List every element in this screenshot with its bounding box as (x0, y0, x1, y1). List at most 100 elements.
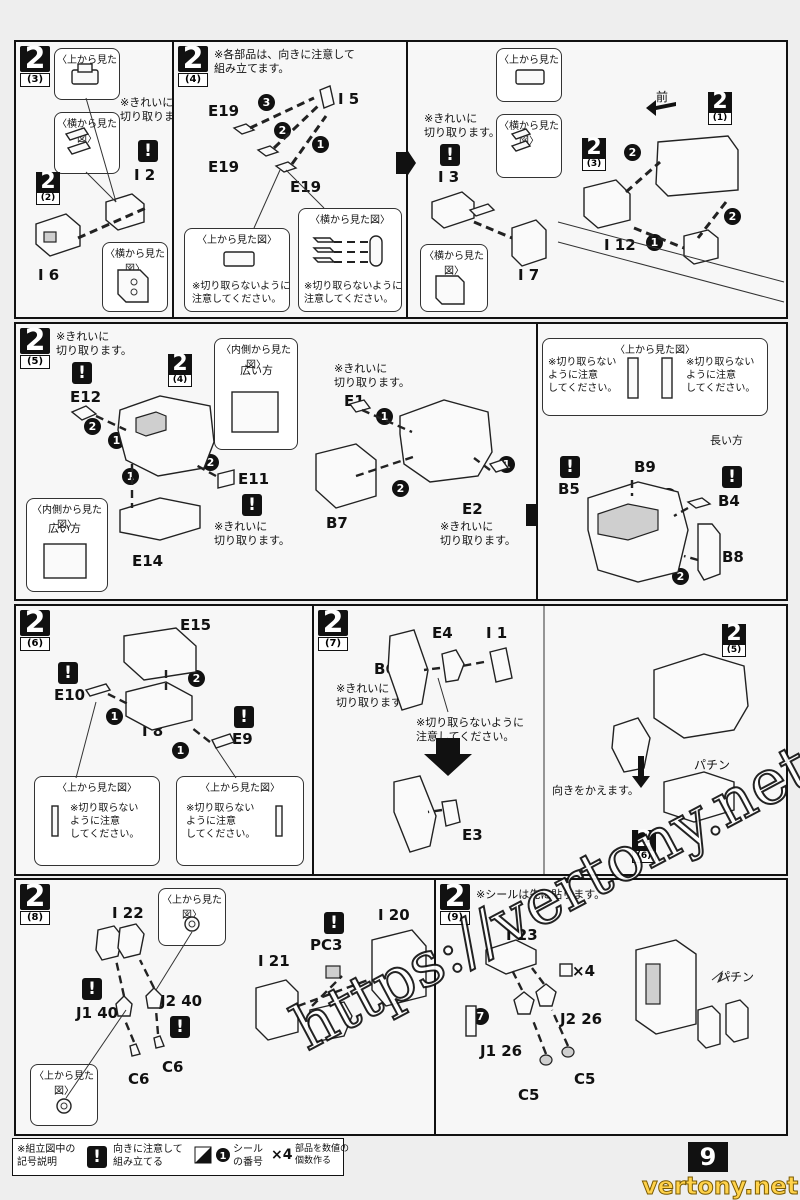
step-2-8-panel: 2(8) I 22 〈上から見た図〉 ! J1 40 J2 40 ! C6 C6… (14, 878, 436, 1136)
step-number: 2(3) (20, 44, 50, 87)
ref-step: 2(6) (632, 829, 656, 863)
clean-cut-note: ※きれいに 切り取ります。 (334, 362, 410, 389)
caution-icon: ! (560, 456, 580, 478)
wide-side-label: 広い方 (240, 364, 273, 377)
no-cut-note: ※切り取らない ように注意 してください。 (70, 803, 140, 840)
caution-icon: ! (87, 1146, 107, 1168)
sticker-count: ×4 (572, 962, 596, 980)
order-2-icon: 2 (724, 208, 741, 225)
part-label: I 23 (506, 926, 538, 944)
step-2-4-right-illustration (431, 69, 785, 305)
no-cut-note: ※切り取らないように 注意してください。 (304, 281, 403, 305)
step-2-5-right-illustration (587, 357, 721, 583)
order-2-icon: 2 (188, 670, 205, 687)
part-label: I 22 (112, 904, 144, 922)
no-cut-note: ※切り取らないように 注意してください。 (192, 281, 291, 305)
clean-cut-note: ※きれいに 切り取ります。 (424, 112, 500, 139)
caution-icon: ! (440, 144, 460, 166)
turn-around-note: 向きをかえます。 (552, 784, 639, 797)
part-label: I 5 (338, 90, 360, 108)
sticker-icon: 1 (194, 1146, 230, 1164)
part-label: B9 (634, 458, 656, 476)
long-side-label: 長い方 (710, 434, 743, 447)
part-label: C5 (574, 1070, 596, 1088)
no-cut-note: ※切り取らない ように注意 してください。 (186, 803, 256, 840)
order-2-icon: 2 (624, 144, 641, 161)
step-number: 2(6) (20, 608, 50, 651)
step-number: 2(8) (20, 882, 50, 925)
symbol-legend: ※組立図中の 記号説明 ! 向きに注意して 組み立てる 1 シール の番号 ×4… (12, 1138, 350, 1176)
part-label: E11 (238, 470, 270, 488)
no-cut-note: ※切り取らない ように注意 してください。 (686, 357, 756, 394)
step-2-4-panel: 2(4) ※各部品は、向きに注意して 組み立てます。 E19 E19 E19 I… (172, 40, 408, 319)
part-label: J2 40 (160, 992, 203, 1010)
step-2-9-illustration (465, 939, 749, 1066)
step-2-3-panel: 2(3) 〈上から見た図〉 〈横から見た図〉 ※きれいに 切り取ります。 ! I… (14, 40, 174, 319)
ref-step: 2(1) (708, 91, 732, 125)
legend-title: ※組立図中の 記号説明 (17, 1144, 76, 1168)
part-label: B5 (558, 480, 580, 498)
part-label: E10 (54, 686, 86, 704)
caution-icon: ! (72, 362, 92, 384)
caution-icon: ! (58, 662, 78, 684)
step-2-5-panel: 2(5) ※きれいに 切り取ります。 ! E12 2(4) 〈内側から見た図〉 … (14, 322, 538, 601)
part-label: PC3 (310, 936, 343, 954)
brand-watermark: vertony.net (641, 1172, 799, 1200)
step-number: 2(7) (318, 608, 348, 651)
part-label: C6 (162, 1058, 184, 1076)
step-2-7-illustration (387, 606, 749, 874)
snap-label: パチン (694, 758, 731, 772)
caution-icon: ! (242, 494, 262, 516)
sticker-first-note: ※シールは先に貼ります。 (476, 888, 606, 901)
caution-icon: ! (138, 140, 158, 162)
count-mark: ×4 (271, 1147, 293, 1163)
step-2-5-illustration (43, 391, 510, 579)
caution-icon: ! (170, 1016, 190, 1038)
clean-cut-note: ※きれいに 切り取ります。 (440, 520, 516, 547)
step-2-7-panel: 2(7) E4 I 1 B6 ※きれいに 切り取ります。 ※切り取らないように … (312, 604, 788, 876)
order-2-icon: 2 (392, 480, 409, 497)
part-label: C6 (128, 1070, 150, 1088)
part-label: E14 (132, 552, 164, 570)
part-label: C5 (518, 1086, 540, 1104)
part-label: J1 40 (76, 1004, 119, 1022)
order-1-icon: 1 (106, 708, 123, 725)
side-view-inset: 〈横から見た図〉 (496, 114, 562, 178)
clean-cut-note: ※きれいに 切り取ります。 (214, 520, 290, 547)
part-label: I 6 (38, 266, 60, 284)
part-label: I 20 (378, 906, 410, 924)
legend-caution-text: 向きに注意して 組み立てる (113, 1144, 183, 1168)
part-label: E19 (208, 158, 240, 176)
part-label: E19 (208, 102, 240, 120)
ref-step: 2(4) (168, 353, 192, 387)
ref-step: 2(3) (582, 137, 606, 171)
part-label: J1 26 (480, 1042, 523, 1060)
step-2-9-panel: 2(9) ※シールは先に貼ります。 I 23 ×4 7 J2 26 J1 26 … (434, 878, 788, 1136)
part-label: I 2 (134, 166, 156, 184)
snap-label: パチン (718, 970, 755, 984)
part-label: E15 (180, 616, 212, 634)
svg-text:1: 1 (220, 1151, 227, 1162)
next-arrow-icon (396, 148, 416, 178)
part-label: B7 (326, 514, 348, 532)
legend-count-text: 部品を数値の 個数作る (295, 1144, 350, 1166)
part-label: E4 (432, 624, 453, 642)
order-2-icon: 2 (84, 418, 101, 435)
caution-icon: ! (82, 978, 102, 1000)
step-2-6-panel: 2(6) E15 ! E10 I 8 ! E9 2 1 1 〈上から見た図〉 ※… (14, 604, 314, 876)
part-label: E19 (290, 178, 322, 196)
step-2-4-continued-panel: 〈上から見た図〉 〈横から見た図〉 ※きれいに 切り取ります。 ! I 3 〈横… (406, 40, 788, 319)
part-label: B8 (722, 548, 744, 566)
ref-step: 2(5) (722, 623, 746, 657)
clean-cut-note: ※きれいに 切り取ります。 (56, 330, 132, 357)
step-number: 2(5) (20, 326, 50, 369)
wide-side-label: 広い方 (48, 522, 81, 535)
order-3-icon: 3 (258, 94, 275, 111)
caution-icon: ! (324, 912, 344, 934)
order-1-icon: 1 (312, 136, 329, 153)
part-label: I 21 (258, 952, 290, 970)
step-number: 2(9) (440, 882, 470, 925)
part-label: E9 (232, 730, 253, 748)
legend-sticker-text: シール の番号 (233, 1144, 263, 1168)
